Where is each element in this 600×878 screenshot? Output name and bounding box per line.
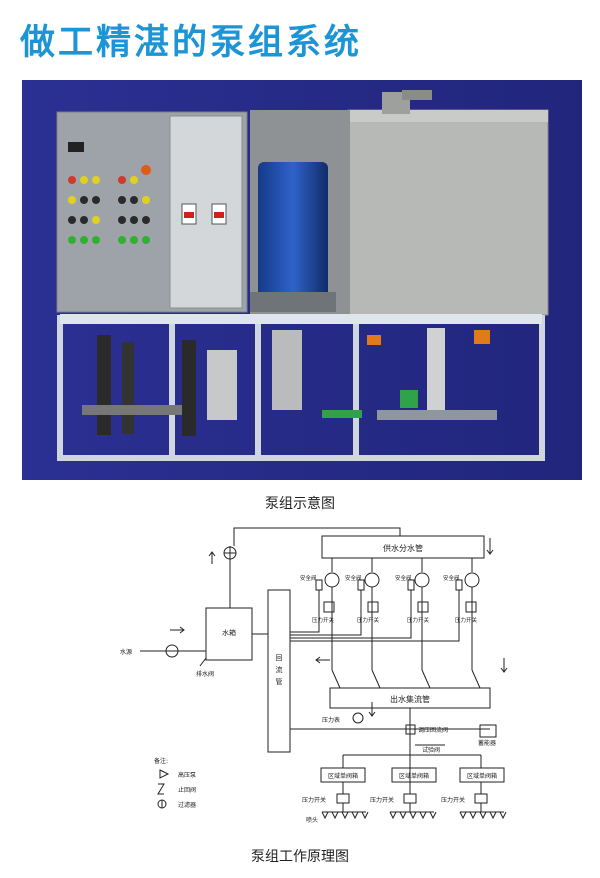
accumulator-icon [479, 724, 497, 738]
legend: 备注: 高压泵 止回阀 过滤器 [154, 757, 196, 809]
zone-pressure-switch-label-3: 压力开关 [441, 796, 465, 804]
return-pipe [267, 589, 291, 753]
pressure-switch-label-1: 压力开关 [312, 616, 335, 624]
pressure-switch-label-2: 压力开关 [357, 616, 380, 624]
pressure-gauge-label: 压力表 [322, 716, 340, 724]
diagram-caption: 泵组工作原理图 [251, 849, 349, 865]
working-principle-diagram: 供水分水管 出水集流管 水箱 水源 排水阀 回 流 管 安全阀 安全阀 安全阀 … [120, 527, 508, 824]
water-tank [347, 109, 549, 316]
supply-manifold-label: 供水分水管 [383, 543, 423, 553]
zone-valve-box-label-1: 区域单阀箱 [328, 772, 358, 780]
pump-1-icon [324, 572, 340, 588]
motor [258, 162, 328, 298]
pump-unit-photo [22, 80, 582, 480]
cabinet-buttons [68, 142, 151, 244]
nozzles [321, 811, 507, 820]
safety-valve-label-4: 安全阀 [443, 574, 460, 582]
zone-pressure-switch-label-1: 压力开关 [302, 796, 326, 804]
accumulator-label: 蓄能器 [478, 739, 496, 747]
tank-label: 水箱 [222, 628, 236, 637]
outlet-manifold-label: 出水集流管 [390, 694, 430, 704]
pressure-gauge-icon [352, 712, 364, 724]
legend-item-2-label: 止回阀 [178, 786, 196, 794]
page-title: 做工精湛的泵组系统 [20, 23, 363, 63]
pump-2-icon [364, 572, 380, 588]
nozzle-label: 喷头 [306, 816, 318, 824]
water-source-label: 水源 [120, 648, 132, 656]
pressure-switch-label-3: 压力开关 [407, 616, 430, 624]
pumps [82, 328, 497, 436]
legend-item-3-label: 过滤器 [178, 801, 196, 809]
return-pipe-label-1: 回 [276, 654, 283, 662]
zone-pressure-switch-label-2: 压力开关 [370, 796, 394, 804]
supply-manifold [321, 535, 485, 559]
regulating-valve-label: 调压回流阀 [418, 726, 448, 734]
photo-caption: 泵组示意图 [265, 496, 335, 512]
cabinet-door [169, 115, 243, 309]
base-frame [57, 315, 545, 461]
top-feed-line [233, 527, 401, 546]
legend-item-1-label: 高压泵 [178, 771, 196, 779]
legend-title: 备注: [154, 757, 168, 765]
high-pressure-pump-icon [159, 769, 170, 779]
flow-arrows [170, 538, 508, 752]
pressure-switch-label-4: 压力开关 [455, 616, 478, 624]
zone-valve-box-label-2: 区域单阀箱 [399, 772, 429, 780]
zone-valve-box-label-3: 区域单阀箱 [467, 772, 497, 780]
pump-3-icon [414, 572, 430, 588]
safety-valve-label-3: 安全阀 [395, 574, 412, 582]
safety-valve-label-1: 安全阀 [300, 574, 317, 582]
zone-valve-box-3 [459, 767, 505, 783]
regulating-valve-icon [405, 724, 416, 735]
drain-valve-label: 排水阀 [196, 670, 214, 678]
pump-4-icon [464, 572, 480, 588]
return-pipe-label-3: 管 [276, 677, 283, 686]
test-valve-label: 试验阀 [422, 746, 440, 754]
check-valve-icon [157, 783, 165, 795]
safety-valve-label-2: 安全阀 [345, 574, 362, 582]
return-pipe-label-2: 流 [276, 665, 283, 674]
zone-valve-box-2 [391, 767, 437, 783]
